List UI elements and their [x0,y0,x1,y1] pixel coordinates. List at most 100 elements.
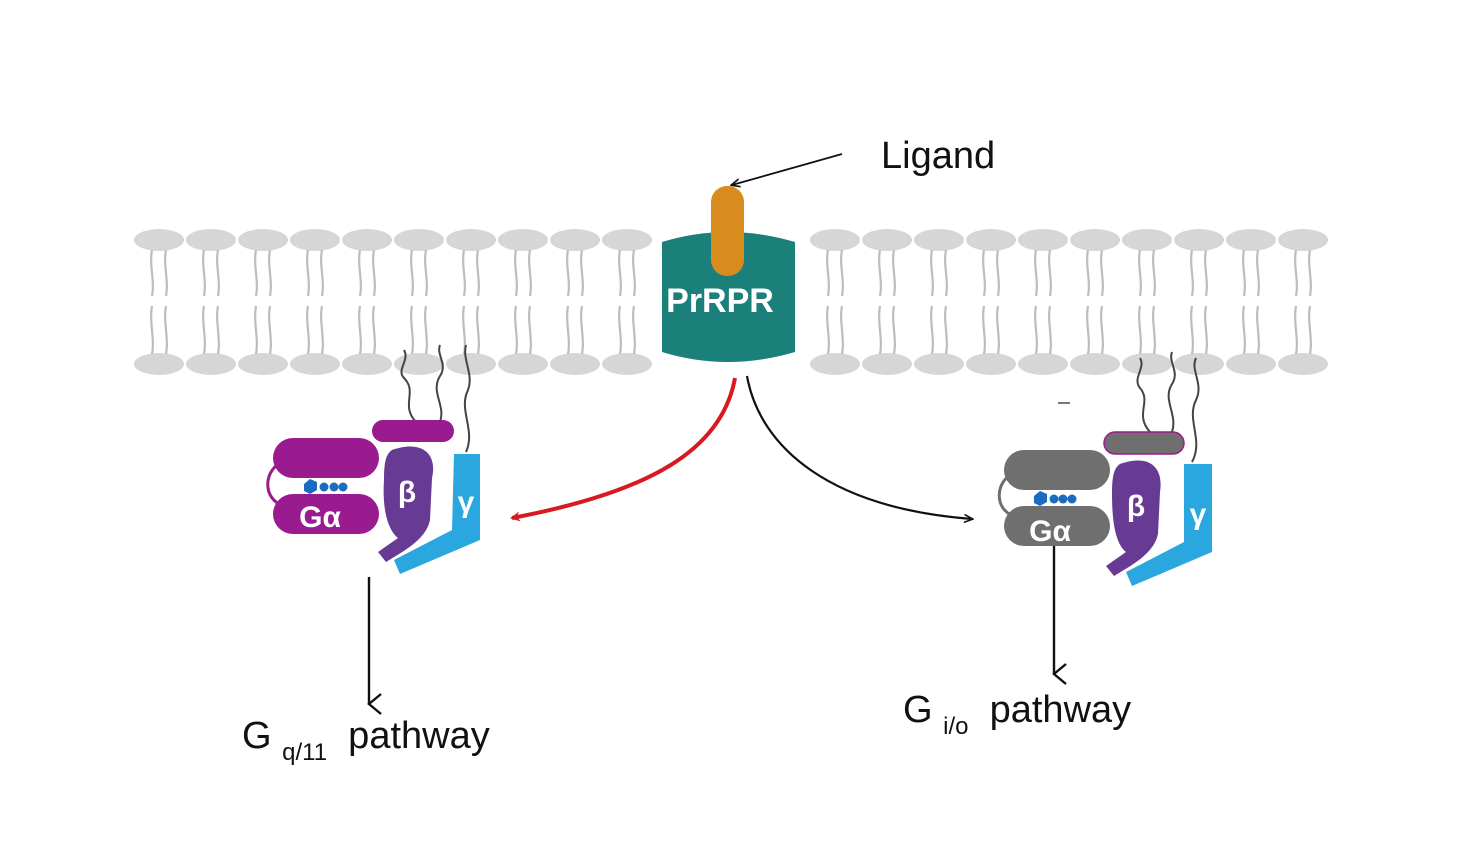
gi-pathway-subscript: i/o [943,713,968,740]
lipid-head-bottom [1018,353,1068,375]
lipid-tail [1242,305,1246,355]
lipid-tail [1138,249,1142,297]
lipid-tail [580,249,584,297]
gdp-icon [304,479,348,494]
ggamma-label: γ [1190,498,1207,531]
lipid-tail [840,249,844,297]
lipid-tail [996,305,1000,355]
gi-activation-arrow [745,375,972,519]
gi-pathway-suffix: pathway [979,689,1131,731]
lipid-tail [930,305,934,355]
gdp-icon [1034,491,1077,506]
lipid-head-bottom [134,353,184,375]
gq-pathway-suffix: pathway [338,715,490,757]
lipid-tail [358,249,362,297]
lipid-tail [878,305,882,355]
lipid-tail [1308,249,1312,297]
lipid-tail [1294,249,1298,297]
lipid-head-bottom [238,353,288,375]
lipid-anchor [435,344,444,423]
lipid-tail [1190,249,1194,297]
lipid-tail [514,305,518,355]
lipid-tail [982,305,986,355]
lipid-tail [1048,305,1052,355]
ligand-molecule [711,186,744,276]
lipid-tail [1086,249,1090,297]
lipid-head-bottom [290,353,340,375]
gbeta-label: β [1127,490,1145,523]
lipid-tail [618,249,622,297]
lipid-tail [306,305,310,355]
lipid-head-bottom [186,353,236,375]
lipid-anchor [400,349,417,423]
ggamma-label: γ [458,486,475,519]
lipid-tail [462,305,466,355]
lipid-tail [566,249,570,297]
lipid-tail [320,305,324,355]
lipid-tail [1100,249,1104,297]
lipid-tail [944,305,948,355]
lipid-tail [164,249,168,297]
gq-protein-complex: Gα β γ [266,344,480,574]
lipid-head-top [1018,229,1068,251]
lipid-head-bottom [966,353,1016,375]
lipid-tail [632,305,636,355]
lipid-tail [150,249,154,297]
lipid-tail [944,249,948,297]
lipid-head-top [1174,229,1224,251]
lipid-tail [1034,305,1038,355]
lipid-head-bottom [914,353,964,375]
lipid-tail [892,305,896,355]
ggamma-subunit [394,454,480,574]
prrpr-receptor: PrRPR [662,186,795,372]
lipid-tail [216,305,220,355]
lipid-head-bottom [1174,353,1224,375]
galpha-domain-upper [273,438,379,478]
lipid-tail [150,305,154,355]
lipid-tail [202,249,206,297]
lipid-tail [476,249,480,297]
lipid-tail [1256,305,1260,355]
lipid-head-bottom [550,353,600,375]
lipid-tail [1138,305,1142,355]
lipid-head-top [1070,229,1120,251]
lipid-tail [268,305,272,355]
ligand-label: Ligand [881,135,995,177]
lipid-tail [1204,249,1208,297]
lipid-tail [1086,305,1090,355]
lipid-tail [462,249,466,297]
lipid-tail [424,305,428,355]
lipid-head-top [862,229,912,251]
galpha-domain-lower [1004,506,1110,546]
gi-pathway-prefix: G [903,689,933,731]
lipid-head-bottom [862,353,912,375]
lipid-tail [892,249,896,297]
lipid-tail [528,305,532,355]
gbeta-label: β [398,476,416,509]
lipid-tail [632,249,636,297]
lipid-tail [1190,305,1194,355]
galpha-domain-lower [273,494,379,534]
lipid-tail [1256,249,1260,297]
lipid-tail [1152,249,1156,297]
lipid-head-bottom [1122,353,1172,375]
lipid-tail [164,305,168,355]
lipid-tail [1048,249,1052,297]
lipid-tail [202,305,206,355]
lipid-tail [254,305,258,355]
galpha-label: Gα [1029,515,1071,548]
lipid-head-top [290,229,340,251]
galpha-helix [372,420,454,442]
lipid-head-top [498,229,548,251]
lipid-tail [566,305,570,355]
lipid-tail [1152,305,1156,355]
lipid-tail [1204,305,1208,355]
lipid-head-top [134,229,184,251]
gbeta-subunit [1106,460,1161,576]
lipid-tail [618,305,622,355]
galpha-helix [1103,431,1185,455]
ggamma-subunit [1126,464,1212,586]
gq-pathway-label: G q/11 pathway [242,715,490,769]
lipid-tail [372,249,376,297]
